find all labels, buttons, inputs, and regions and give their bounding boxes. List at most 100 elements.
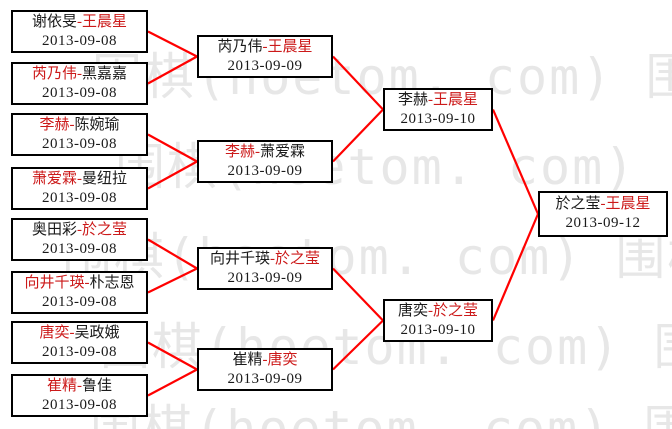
player-name-left: 於之莹	[555, 196, 601, 212]
pairing-hyphen: -	[69, 324, 75, 341]
match-date: 2013-09-09	[227, 370, 303, 387]
player-name-right: 王晨星	[605, 196, 651, 212]
pairing-hyphen: -	[255, 143, 260, 160]
connector-line	[147, 267, 198, 294]
player-name-right: 王晨星	[267, 38, 313, 55]
pairing-hyphen: -	[69, 116, 75, 133]
pairing-hyphen: -	[600, 196, 606, 212]
connector-line	[147, 238, 198, 270]
connector-line	[332, 108, 384, 163]
match-date: 2013-09-08	[42, 189, 117, 206]
player-name-left: 芮乃伟	[31, 65, 77, 82]
player-name-left: 谢依旻	[31, 13, 77, 30]
watermark-row: 围棋(hoetom. com) 围棋(	[62, 228, 672, 286]
player-name-right: 萧爱霖	[260, 143, 306, 160]
player-name-left: 奥田彩	[31, 221, 77, 238]
match-pairing: 於之莹-王晨星	[555, 195, 650, 214]
match-date: 2013-09-10	[400, 321, 476, 338]
player-name-left: 崔精	[232, 351, 263, 368]
match-date: 2013-09-09	[227, 162, 303, 179]
player-name-right: 唐奕	[267, 351, 298, 368]
match-date: 2013-09-08	[42, 32, 117, 49]
match-pairing: 李赫-陈婉瑜	[39, 116, 119, 135]
pairing-hyphen: -	[77, 170, 82, 187]
connector-line	[147, 30, 198, 58]
player-name-left: 芮乃伟	[217, 38, 263, 55]
player-name-left: 崔精	[46, 377, 77, 394]
match-pairing: 奥田彩-於之莹	[32, 221, 127, 240]
match-pairing: 李赫-萧爱霖	[225, 143, 305, 162]
player-name-left: 李赫	[39, 116, 70, 133]
match-pairing: 萧爱霖-曼纽拉	[32, 170, 127, 189]
match-pairing: 崔精-鲁佳	[47, 377, 112, 396]
pairing-hyphen: -	[262, 38, 268, 55]
player-name-right: 吴政娥	[74, 324, 120, 341]
match-box-round-2-3: 向井千瑛-於之莹 2013-09-09	[197, 247, 333, 290]
match-date: 2013-09-09	[227, 269, 303, 286]
player-name-right: 陈婉瑜	[74, 116, 120, 133]
player-name-right: 於之莹	[433, 302, 479, 319]
connector-line	[491, 213, 540, 321]
player-name-left: 萧爱霖	[31, 170, 77, 187]
pairing-hyphen: -	[77, 65, 82, 82]
match-pairing: 唐奕-吴政娥	[39, 324, 119, 343]
player-name-right: 王晨星	[82, 13, 128, 30]
player-name-left: 向井千瑛	[209, 250, 270, 267]
match-pairing: 芮乃伟-王晨星	[217, 38, 312, 57]
player-name-left: 李赫	[397, 91, 428, 108]
match-date: 2013-09-08	[42, 135, 117, 152]
connector-line	[147, 341, 198, 371]
player-name-right: 曼纽拉	[82, 170, 128, 187]
match-date: 2013-09-08	[42, 240, 117, 257]
pairing-hyphen: -	[84, 274, 90, 291]
connector-line	[491, 109, 540, 215]
match-date: 2013-09-08	[42, 396, 117, 413]
pairing-hyphen: -	[262, 351, 268, 368]
match-date: 2013-09-08	[42, 293, 117, 310]
player-name-right: 於之莹	[275, 250, 321, 267]
pairing-hyphen: -	[77, 377, 82, 394]
player-name-right: 王晨星	[433, 91, 479, 108]
player-name-left: 向井千瑛	[24, 274, 85, 291]
player-name-right: 於之莹	[82, 221, 128, 238]
pairing-hyphen: -	[77, 221, 82, 238]
player-name-right: 朴志恩	[89, 274, 135, 291]
match-pairing: 谢依旻-王晨星	[32, 13, 127, 32]
connector-line	[147, 160, 198, 190]
match-pairing: 向井千瑛-朴志恩	[24, 274, 134, 293]
match-date: 2013-09-12	[565, 215, 641, 231]
pairing-hyphen: -	[77, 13, 82, 30]
match-date: 2013-09-08	[42, 343, 117, 360]
pairing-hyphen: -	[270, 250, 275, 267]
connector-line	[332, 55, 384, 111]
player-name-right: 鲁佳	[82, 377, 113, 394]
connector-line	[147, 133, 198, 163]
player-name-left: 唐奕	[397, 302, 428, 319]
player-name-left: 李赫	[224, 143, 255, 160]
connector-line	[147, 368, 198, 397]
match-date: 2013-09-09	[227, 57, 303, 74]
match-date: 2013-09-08	[42, 84, 117, 101]
match-box-round-2-4: 崔精-唐奕 2013-09-09	[197, 348, 333, 391]
pairing-hyphen: -	[428, 91, 433, 108]
match-pairing: 李赫-王晨星	[398, 91, 478, 110]
connector-line	[332, 319, 384, 371]
match-pairing: 芮乃伟-黑嘉嘉	[32, 65, 127, 84]
match-date: 2013-09-10	[400, 110, 476, 127]
match-pairing: 唐奕-於之莹	[398, 302, 478, 321]
player-name-right: 黑嘉嘉	[82, 65, 128, 82]
connector-line	[332, 267, 384, 322]
